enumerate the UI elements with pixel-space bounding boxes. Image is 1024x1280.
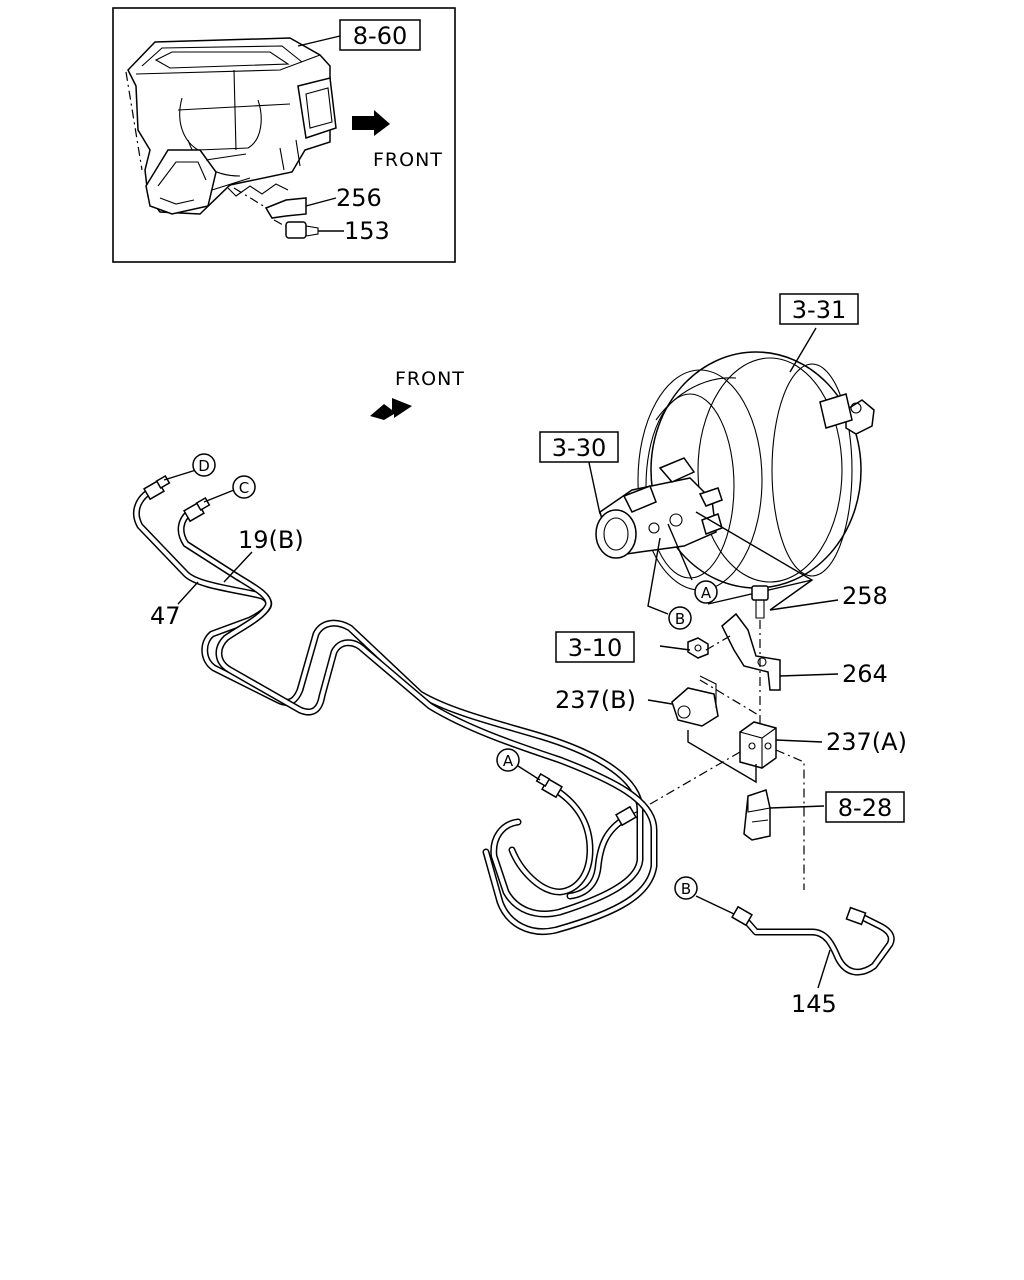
bracket-256 — [264, 197, 307, 219]
front-arrow-icon — [352, 110, 390, 136]
main-front-indicator: FRONT — [370, 368, 465, 420]
part-label-19B: 19(B) — [238, 526, 304, 554]
block-237A — [739, 721, 777, 769]
marker-D: D — [192, 453, 216, 477]
svg-text:D: D — [198, 457, 210, 475]
svg-text:B: B — [681, 880, 691, 898]
flare-nut-D — [143, 475, 171, 501]
bolt-258 — [751, 585, 769, 619]
part-label-237A: 237(A) — [826, 728, 907, 756]
flare-nut-block — [615, 805, 637, 827]
inset-ref-8-60: 8-60 — [353, 22, 407, 50]
main-front-arrow-icon — [370, 398, 412, 420]
ref-3-10: 3-10 — [568, 634, 622, 662]
inset-front-label: FRONT — [373, 149, 443, 171]
flare-nut-A-lower — [535, 773, 563, 799]
brake-lines — [133, 486, 895, 976]
marker-A-top: A — [694, 580, 718, 604]
marker-B-lower: B — [674, 876, 698, 900]
part-label-47: 47 — [150, 602, 181, 630]
flare-nut-B-lower — [731, 905, 753, 927]
ref-3-31: 3-31 — [792, 296, 846, 324]
fitting-237B — [671, 675, 719, 727]
svg-text:C: C — [239, 479, 249, 497]
ref-8-28: 8-28 — [838, 794, 892, 822]
nut-3-10 — [687, 637, 709, 659]
switch-8-28 — [743, 789, 771, 841]
screw-153 — [285, 221, 319, 239]
heater-unit-drawing — [125, 37, 337, 215]
part-label-256: 256 — [336, 184, 382, 212]
marker-A-lower: A — [496, 748, 520, 772]
svg-text:A: A — [701, 584, 712, 602]
flare-nut-145-end — [845, 906, 867, 926]
inset-panel: FRONT 8-60 256 153 — [112, 7, 456, 263]
master-cylinder — [595, 457, 723, 559]
part-label-153: 153 — [344, 217, 390, 245]
part-label-264: 264 — [842, 660, 888, 688]
main-front-label: FRONT — [395, 368, 465, 390]
marker-B-top: B — [668, 606, 692, 630]
ref-3-30: 3-30 — [552, 434, 606, 462]
marker-C: C — [232, 475, 256, 499]
part-label-145: 145 — [791, 990, 837, 1018]
svg-text:B: B — [675, 610, 685, 628]
part-label-258: 258 — [842, 582, 888, 610]
svg-text:A: A — [503, 752, 514, 770]
part-label-237B: 237(B) — [555, 686, 636, 714]
bracket-264 — [721, 612, 781, 691]
